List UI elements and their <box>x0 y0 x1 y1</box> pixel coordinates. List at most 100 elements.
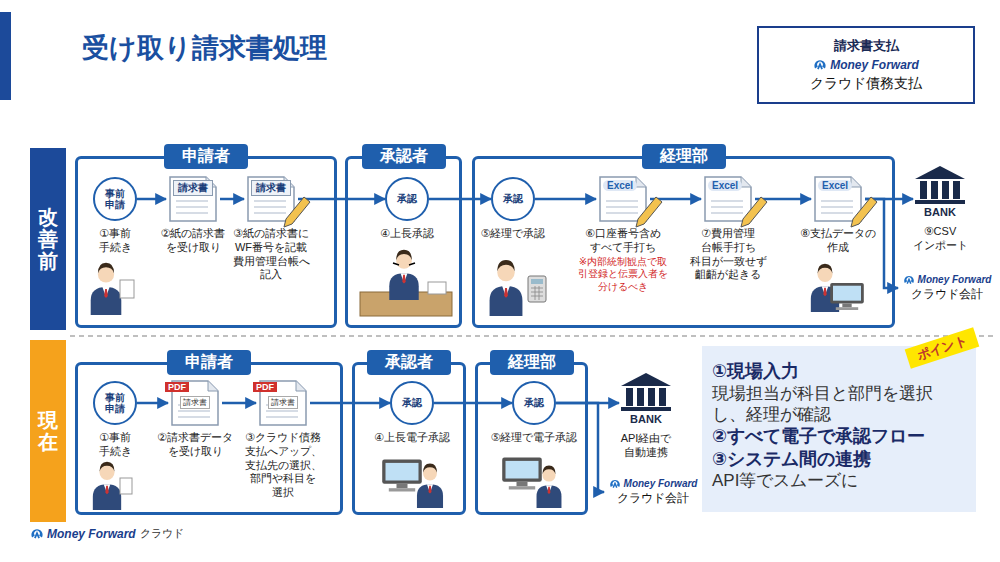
bank-node: BANK⑨CSV インポート <box>913 165 967 221</box>
circle-text: 事前 申請 <box>105 392 125 415</box>
circle-node: 事前 申請①事前 手続き <box>93 381 137 425</box>
flow-arrow <box>137 402 168 405</box>
flow-arrow <box>310 402 390 405</box>
logo-node: Money Forwardクラウド会計 <box>604 474 702 510</box>
step-caption: ⑨CSV インポート <box>913 225 968 253</box>
group-node: 申請者事前 申請①事前 手続き請求書②紙の請求書 を受け取り請求書③紙の請求書に… <box>75 156 337 328</box>
group-node: 承認者承認④上長承認 <box>345 156 462 328</box>
step-caption: API経由で 自動連携 <box>621 432 672 460</box>
step-caption: ⑦費用管理 台帳手打ち 科目が一致せず 齟齬が起きる <box>690 227 767 282</box>
flow-arrow <box>434 402 512 405</box>
doc-node: Excel⑧支払データの 作成 <box>811 175 865 223</box>
group-tab: 経理部 <box>490 350 574 375</box>
band-node: 改善前 <box>30 148 66 330</box>
pdf-tag: PDF <box>165 382 189 392</box>
circle-node: 事前 申請①事前 手続き <box>93 177 137 221</box>
caption-text: ⑤経理で電子承認 <box>491 431 578 445</box>
logo-row: Money Forward <box>903 274 992 286</box>
group-node: 申請者事前 申請①事前 手続きPDF請求書②請求書データ を受け取りPDF請求書… <box>75 362 343 515</box>
step-caption: ③クラウド債務 支払へアップ、 支払先の選択、 部門や科目を 選択 <box>245 431 322 500</box>
caption-text: ⑤経理で承認 <box>481 227 546 241</box>
bank-node: BANKAPI経由で 自動連携 <box>619 372 673 428</box>
circle-node: 承認⑤経理で電子承認 <box>512 381 556 425</box>
pdf-node: PDF請求書③クラウド債務 支払へアップ、 支払先の選択、 部門や科目を 選択 <box>256 379 310 427</box>
caption-text: ⑥口座番号含め すべて手打ち <box>585 227 661 255</box>
circle-text: 事前 申請 <box>105 188 125 211</box>
document-title: Excel <box>603 180 637 191</box>
logo-text: Money Forward <box>624 478 698 489</box>
group-tab: 申請者 <box>164 144 248 169</box>
caption-text: API経由で 自動連携 <box>621 432 672 460</box>
point-heading: ③システム間の連携 <box>712 448 966 471</box>
caption-text: ②紙の請求書 を受け取り <box>161 227 226 255</box>
step-caption: ⑥口座番号含め すべて手打ち※内部統制観点で取 引登録と伝票入者を 分けるべき <box>578 227 668 293</box>
step-caption: ①事前 手続き <box>99 227 132 255</box>
point-heading: ①現場入力 <box>712 360 966 383</box>
step-caption: ⑤経理で承認 <box>481 227 546 241</box>
group-tab: 申請者 <box>167 350 251 375</box>
caption-text: ④上長承認 <box>380 227 434 241</box>
logo-row: Money Forward <box>609 478 698 490</box>
step-caption: ⑧支払データの 作成 <box>800 227 876 255</box>
footer-logo: Money Forwardクラウド <box>30 526 184 541</box>
step-caption: ②紙の請求書 を受け取り <box>161 227 226 255</box>
footer-logo-text: Money Forward <box>47 527 136 541</box>
document-title: 請求書 <box>268 396 298 409</box>
step-caption: ①事前 手続き <box>99 431 132 459</box>
diagram-title: 受け取り請求書処理 <box>82 30 327 66</box>
caption-text: ③クラウド債務 支払へアップ、 支払先の選択、 部門や科目を 選択 <box>245 431 322 500</box>
document-title: 請求書 <box>251 180 291 196</box>
flow-arrow <box>222 402 256 405</box>
doc-node: Excel⑥口座番号含め すべて手打ち※内部統制観点で取 引登録と伝票入者を 分… <box>596 175 650 223</box>
logo-row: Money Forward <box>813 58 919 72</box>
note-text: ※内部統制観点で取 引登録と伝票入者を 分けるべき <box>578 256 668 294</box>
group-node: 経理部承認⑤経理で電子承認 <box>475 362 588 515</box>
flow-arrow <box>137 198 166 201</box>
logo-mark <box>903 274 915 286</box>
group-tab: 承認者 <box>367 350 451 375</box>
point-text: 現場担当が科目と部門を選択 し、経理が確認 <box>712 383 966 426</box>
logo-mark <box>30 527 44 541</box>
doc-node: 請求書②紙の請求書 を受け取り <box>166 175 220 223</box>
flow-arrow <box>535 198 596 201</box>
document-title: Excel <box>708 180 742 191</box>
step-caption: ⑤経理で電子承認 <box>491 431 578 445</box>
caption-text: ⑨CSV インポート <box>913 225 968 253</box>
bank-text: BANK <box>913 205 967 219</box>
pdf-tag: PDF <box>253 382 277 392</box>
flow-arrow <box>298 198 385 201</box>
logo-mark <box>813 58 827 72</box>
point-heading: ②すべて電子で承認フロー <box>712 425 966 448</box>
doc-node: Excel⑦費用管理 台帳手打ち 科目が一致せず 齟齬が起きる <box>701 175 755 223</box>
circle-node: 承認④上長承認 <box>385 177 429 221</box>
caption-text: ①事前 手続き <box>99 227 132 255</box>
caption-text: ③紙の請求書に WF番号を記載 費用管理台帳へ 記入 <box>233 227 310 282</box>
logo-mark <box>609 478 621 490</box>
band-label: 改善前 <box>38 206 58 272</box>
step-caption: ③紙の請求書に WF番号を記載 費用管理台帳へ 記入 <box>233 227 310 282</box>
doc-node: 請求書③紙の請求書に WF番号を記載 費用管理台帳へ 記入 <box>244 175 298 223</box>
circle-text: 承認 <box>402 397 422 409</box>
band-label: 現在 <box>38 409 58 453</box>
document-title: 請求書 <box>180 396 210 409</box>
pdf-node: PDF請求書②請求書データ を受け取り <box>168 379 222 427</box>
group-node: 承認者承認④上長電子承認 <box>352 362 466 515</box>
caption-text: ⑦費用管理 台帳手打ち 科目が一致せず 齟齬が起きる <box>690 227 767 282</box>
step-caption: ②請求書データ を受け取り <box>157 431 233 459</box>
point-tag: ポイント <box>905 327 980 368</box>
logo-subtext: クラウド会計 <box>617 490 689 507</box>
flow-arrow <box>556 403 604 492</box>
circle-text: 承認 <box>397 193 417 205</box>
group-tab: 経理部 <box>642 144 726 169</box>
box-heading: 請求書支払 <box>834 37 899 55</box>
step-caption: ④上長電子承認 <box>374 431 450 445</box>
caption-text: ④上長電子承認 <box>374 431 450 445</box>
flow-arrow <box>220 198 244 201</box>
point-node: ポイント①現場入力現場担当が科目と部門を選択 し、経理が確認②すべて電子で承認フ… <box>702 346 976 512</box>
logo-subtext: クラウド会計 <box>911 286 983 303</box>
circle-node: 承認⑤経理で承認 <box>491 177 535 221</box>
bank-text: BANK <box>619 412 673 426</box>
caption-text: ①事前 手続き <box>99 431 132 459</box>
band-node: 現在 <box>30 340 66 522</box>
